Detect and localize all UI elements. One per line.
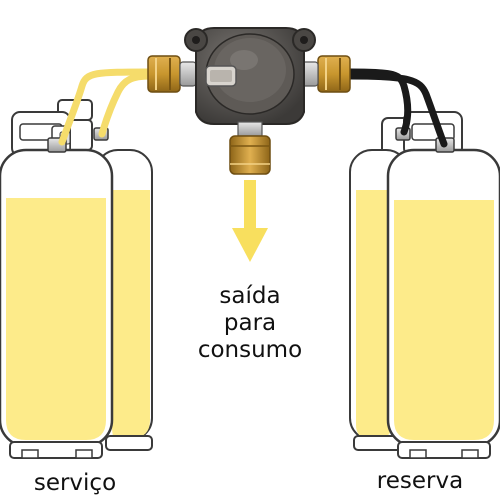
- reserve-cylinder-back-gas-level: [356, 190, 392, 438]
- down-arrow-icon: [232, 180, 268, 262]
- regulator-icon: [147, 27, 351, 175]
- output-label: saída para consumo: [175, 283, 325, 364]
- output-label-line-2: para: [223, 310, 277, 336]
- reserve-label: reserva: [376, 468, 464, 494]
- reserve-cylinder-front-gas-level: [394, 200, 494, 440]
- service-label: serviço: [33, 470, 117, 496]
- reserve-cylinder-front: [386, 111, 500, 459]
- output-label-line-1: saída: [219, 283, 281, 309]
- output-label-line-3: consumo: [197, 337, 303, 363]
- service-cylinder-back-gas-level: [112, 190, 150, 438]
- service-hose: [58, 68, 154, 146]
- service-cylinder-front-gas-level: [6, 198, 106, 440]
- reserve-hose: [346, 68, 448, 148]
- service-cylinder-front: [0, 111, 114, 459]
